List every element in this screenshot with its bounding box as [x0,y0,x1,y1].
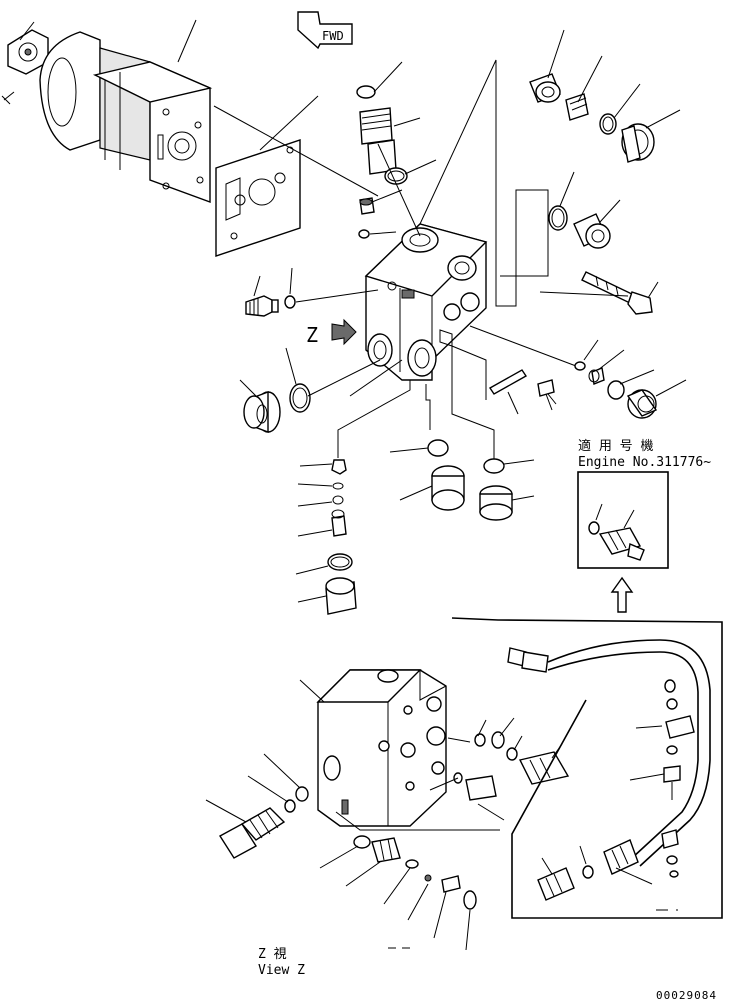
pipe-inset [451,617,723,919]
leader-lines-top-left [19,19,379,197]
up-arrow [610,576,634,613]
pump-assembly [1,29,213,204]
applicability-jp: 適 用 号 機 [578,438,653,454]
lower-right-parts [429,717,570,821]
valve-body-view-z [299,669,447,827]
applicability-en: Engine No.311776~ [578,455,711,470]
lower-center-parts [319,811,500,951]
left-body-parts [239,267,403,434]
lower-stack-parts [295,346,535,615]
top-right-parts [419,29,681,315]
view-marker-label: Z [306,323,318,347]
valve-body-upper [364,223,488,381]
drawing-number: 00029084 [656,989,717,1002]
inset-box [577,471,669,569]
view-caption-jp: Z 視 [258,947,287,962]
right-body-parts [451,325,687,419]
gasket [215,139,301,257]
lower-left-parts [205,753,309,859]
view-direction-marker: Z [306,318,357,347]
upper-center-parts [356,61,437,239]
applicability-note: 適 用 号 機 Engine No.311776~ [578,438,711,470]
fwd-label: FWD [322,29,344,43]
view-caption: Z 視 View Z [258,947,410,978]
view-caption-en: View Z [258,963,305,978]
fwd-arrow: FWD [297,11,353,50]
